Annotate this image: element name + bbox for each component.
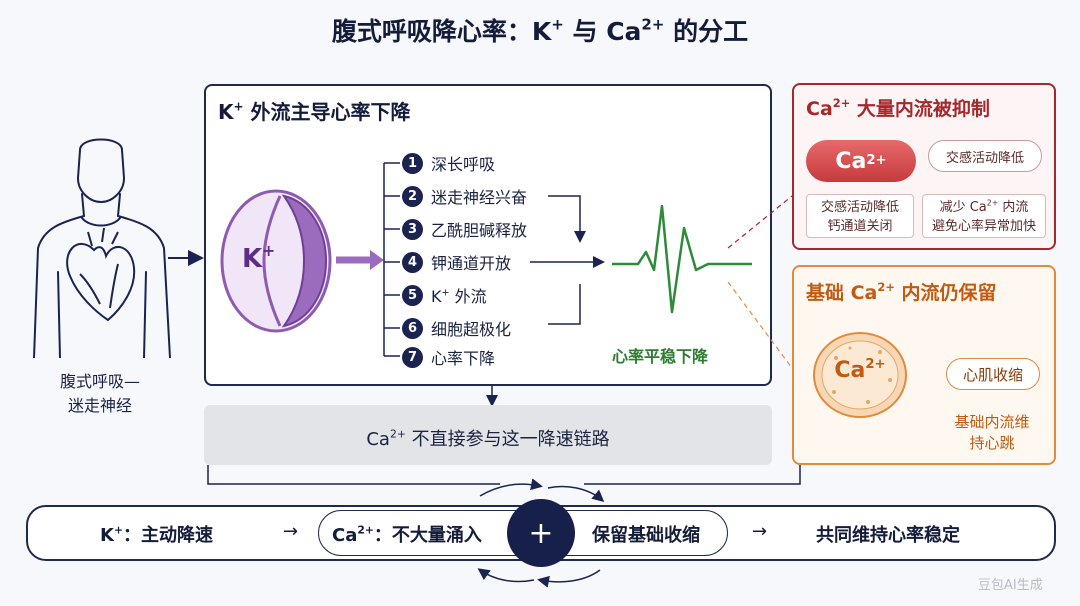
red-panel-title: Ca2+ 大量内流被抑制 bbox=[806, 96, 990, 120]
dashed-orange-link bbox=[727, 281, 793, 369]
contraction-box: 心肌收缩 bbox=[946, 358, 1040, 390]
step-1: 1 深长呼吸 bbox=[402, 151, 495, 175]
summary-arrow-2: → bbox=[752, 521, 768, 542]
step-4: 4 钾通道开放 bbox=[402, 250, 511, 274]
human-heart-illustration bbox=[33, 138, 171, 358]
watermark: 豆包AI生成 bbox=[978, 578, 1043, 593]
plus-icon: + bbox=[507, 499, 575, 567]
step-text: 乙酰胆碱释放 bbox=[431, 221, 528, 240]
step-number: 4 bbox=[402, 251, 423, 273]
summary-keep-text: 保留基础收缩 bbox=[592, 525, 700, 546]
dashed-red-link bbox=[727, 195, 793, 249]
step-text: 深长呼吸 bbox=[431, 155, 496, 174]
calcium-label: Ca2+ bbox=[834, 356, 886, 383]
summary-k-text: K+：主动降速 bbox=[100, 523, 213, 546]
summary-together-text: 共同维持心率稳定 bbox=[816, 525, 960, 546]
ecg-trace bbox=[612, 204, 752, 314]
step-number: 7 bbox=[402, 346, 423, 368]
step-text: 迷走神经兴奋 bbox=[431, 188, 528, 207]
steps-to-result-arrows bbox=[530, 195, 605, 325]
potassium-channel-icon bbox=[220, 189, 332, 333]
step-number: 1 bbox=[402, 152, 423, 174]
page-title: 腹式呼吸降心率：K+ 与 Ca2+ 的分工 bbox=[331, 15, 749, 46]
k-panel-title: K+ 外流主导心率下降 bbox=[218, 99, 411, 124]
step-text: 钾通道开放 bbox=[431, 254, 512, 273]
step-number: 3 bbox=[402, 218, 423, 240]
step-text: 细胞超极化 bbox=[431, 320, 512, 339]
step-2: 2 迷走神经兴奋 bbox=[402, 184, 527, 208]
step-5: 5 K+ 外流 bbox=[402, 283, 487, 307]
note-to-bottom-lines bbox=[207, 465, 801, 485]
plus-swirl-arrows bbox=[477, 478, 605, 588]
step-number: 6 bbox=[402, 317, 423, 339]
human-label: 腹式呼吸— 迷走神经 bbox=[59, 372, 140, 415]
step-text: K+ 外流 bbox=[431, 287, 487, 306]
sympathetic-low-box: 交感活动降低 bbox=[928, 140, 1042, 172]
ca-note-bar bbox=[204, 405, 772, 465]
ca-note-text: Ca2+ 不直接参与这一降速链路 bbox=[366, 427, 610, 450]
orange-panel-title: 基础 Ca2+ 内流仍保留 bbox=[806, 280, 997, 304]
summary-arrow-1: → bbox=[283, 521, 299, 542]
heart-rate-result: 心率平稳下降 bbox=[612, 347, 709, 366]
step-3: 3 乙酰胆碱释放 bbox=[402, 217, 527, 241]
steps-bracket bbox=[383, 162, 400, 357]
heart-icon bbox=[66, 227, 136, 322]
summary-ca-text: Ca2+：不大量涌入 bbox=[332, 523, 482, 546]
reduce-influx-box: 减少 Ca2+ 内流 避免心率异常加快 bbox=[922, 194, 1046, 238]
calcium-cell-icon bbox=[813, 332, 907, 418]
step-number: 5 bbox=[402, 284, 423, 306]
step-6: 6 细胞超极化 bbox=[402, 316, 511, 340]
step-7: 7 心率下降 bbox=[402, 345, 495, 369]
step-number: 2 bbox=[402, 185, 423, 207]
step-text: 心率下降 bbox=[431, 349, 496, 368]
channel-to-steps-arrow bbox=[336, 250, 384, 270]
basal-influx-note: 基础内流维 持心跳 bbox=[954, 413, 1030, 452]
channel-label: K+ bbox=[242, 242, 276, 274]
channel-closed-box: 交感活动降低 钙通道关闭 bbox=[806, 194, 914, 238]
